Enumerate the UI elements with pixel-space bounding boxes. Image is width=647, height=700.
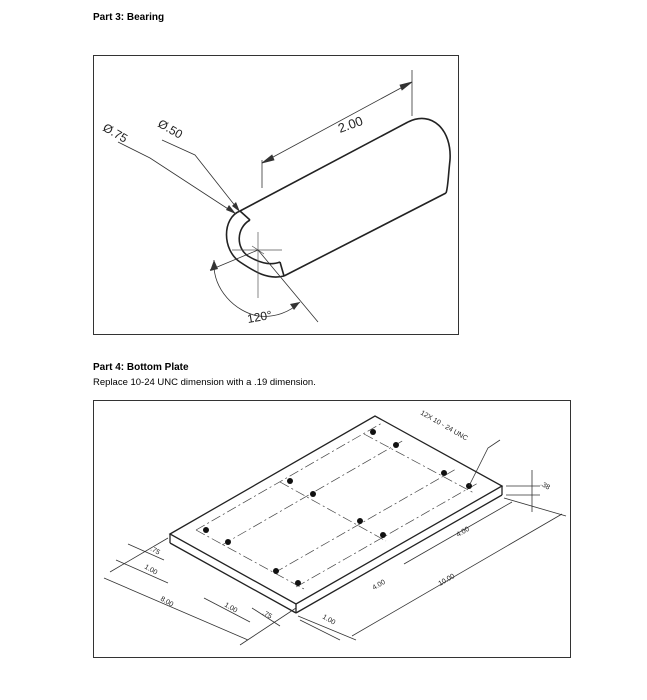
bearing-drawing-frame [93, 55, 459, 335]
inner-dia-arrow [232, 202, 240, 212]
bearing-cut-edge-top [239, 210, 251, 221]
angle-leg-1 [209, 249, 259, 271]
angle-arrow-left [210, 260, 218, 271]
outer-dia-label: Ø.75 [101, 120, 131, 145]
part3-heading: Part 3: Bearing [93, 12, 165, 23]
angle-label: 120° [246, 308, 273, 326]
length-arrow-right [399, 81, 413, 91]
bearing-front-outer [225, 210, 285, 278]
length-dim-label: 2.00 [336, 113, 365, 136]
outer-dia-arrow [226, 205, 236, 214]
length-arrow-left [261, 154, 275, 164]
bearing-cut-edge-bottom [279, 261, 285, 277]
bearing-front-inner [238, 219, 281, 265]
length-dimension-line [261, 81, 413, 164]
bearing-back-end [407, 117, 451, 194]
part4-heading: Part 4: Bottom Plate [93, 362, 189, 373]
angle-arc [213, 259, 301, 317]
outer-dia-leader [117, 141, 237, 215]
angle-leg-2 [257, 249, 319, 323]
inner-dia-leader [161, 139, 241, 213]
plate-drawing-frame [93, 400, 571, 658]
part4-instruction: Replace 10-24 UNC dimension with a .19 d… [93, 377, 316, 388]
bearing-bottom-edge [283, 192, 447, 277]
bearing-top-edge [239, 121, 409, 212]
inner-dia-label: Ø.50 [156, 116, 186, 141]
angle-arrow-right [290, 302, 300, 310]
